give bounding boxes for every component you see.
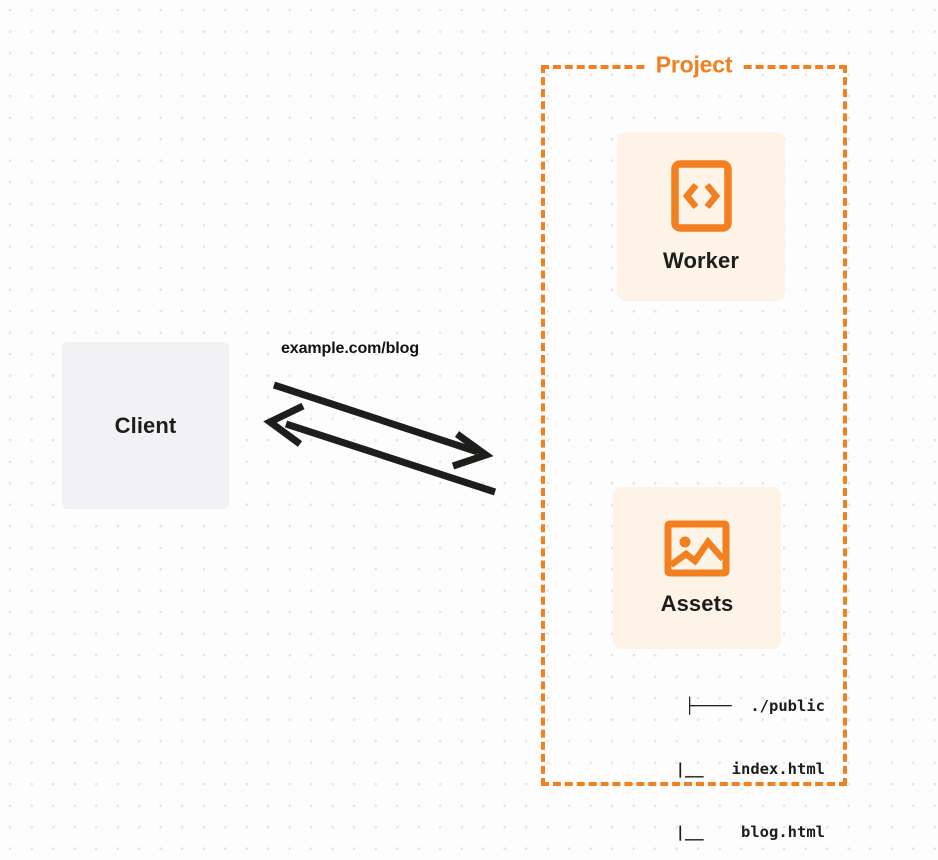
code-brackets-icon bbox=[670, 159, 732, 232]
client-node[interactable]: Client bbox=[62, 342, 229, 509]
assets-file-tree: ├──── ./public |__ index.html |__ blog.h… bbox=[575, 654, 825, 860]
worker-card[interactable]: Worker bbox=[617, 132, 785, 301]
file-tree-row: |__ index.html bbox=[647, 760, 825, 778]
assets-card[interactable]: Assets bbox=[613, 487, 781, 649]
client-label: Client bbox=[114, 412, 177, 438]
connection-label: example.com/blog bbox=[281, 340, 419, 357]
project-title: Project bbox=[646, 51, 742, 79]
response-arrow bbox=[263, 402, 497, 496]
request-arrow bbox=[272, 381, 494, 470]
project-container: Project Worker Assets bbox=[541, 51, 847, 841]
assets-label: Assets bbox=[660, 590, 734, 616]
file-tree-row: ├──── ./public bbox=[685, 697, 825, 715]
file-tree-row: |__ blog.html bbox=[647, 823, 825, 841]
image-icon bbox=[664, 520, 730, 577]
worker-label: Worker bbox=[663, 247, 739, 273]
